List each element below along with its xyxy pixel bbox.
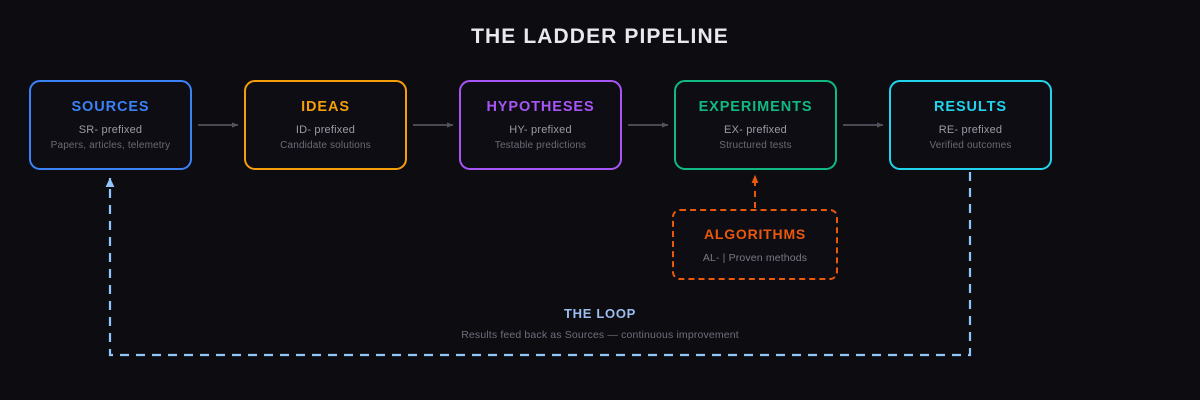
stage-title-results: RESULTS <box>934 99 1007 115</box>
stage-desc-sources: Papers, articles, telemetry <box>50 140 171 151</box>
loop-title: THE LOOP <box>563 306 637 321</box>
stage-title-experiments: EXPERIMENTS <box>698 99 813 115</box>
stage-prefix-results: RE- prefixed <box>938 124 1003 136</box>
stage-prefix-ideas: ID- prefixed <box>295 124 356 136</box>
stage-prefix-hypotheses: HY- prefixed <box>509 124 572 136</box>
algorithms-desc: AL- | Proven methods <box>702 251 808 264</box>
stage-desc-results: Verified outcomes <box>929 140 1012 151</box>
stage-card-results[interactable]: RESULTS RE- prefixed Verified outcomes <box>889 80 1052 170</box>
loop-path-results-to-sources <box>105 172 972 357</box>
stage-card-ideas[interactable]: IDEAS ID- prefixed Candidate solutions <box>244 80 407 170</box>
stage-desc-ideas: Candidate solutions <box>280 140 371 151</box>
stage-prefix-sources: SR- prefixed <box>78 124 143 136</box>
stage-title-ideas: IDEAS <box>301 99 350 115</box>
stage-title-sources: SOURCES <box>71 99 150 115</box>
loop-subtitle: Results feed back as Sources — continuou… <box>461 329 739 341</box>
stage-card-experiments[interactable]: EXPERIMENTS EX- prefixed Structured test… <box>674 80 837 170</box>
stage-title-hypotheses: HYPOTHESES <box>486 99 595 115</box>
stage-desc-hypotheses: Testable predictions <box>494 140 587 151</box>
loop-caption: THE LOOP Results feed back as Sources — … <box>0 306 1200 341</box>
page-title: THE LADDER PIPELINE <box>471 25 729 48</box>
algorithms-card[interactable]: ALGORITHMS AL- | Proven methods <box>672 209 838 280</box>
stage-desc-experiments: Structured tests <box>719 140 792 151</box>
stage-card-sources[interactable]: SOURCES SR- prefixed Papers, articles, t… <box>29 80 192 170</box>
stage-card-hypotheses[interactable]: HYPOTHESES HY- prefixed Testable predict… <box>459 80 622 170</box>
stage-prefix-experiments: EX- prefixed <box>724 124 787 136</box>
algorithms-title: ALGORITHMS <box>703 225 807 242</box>
